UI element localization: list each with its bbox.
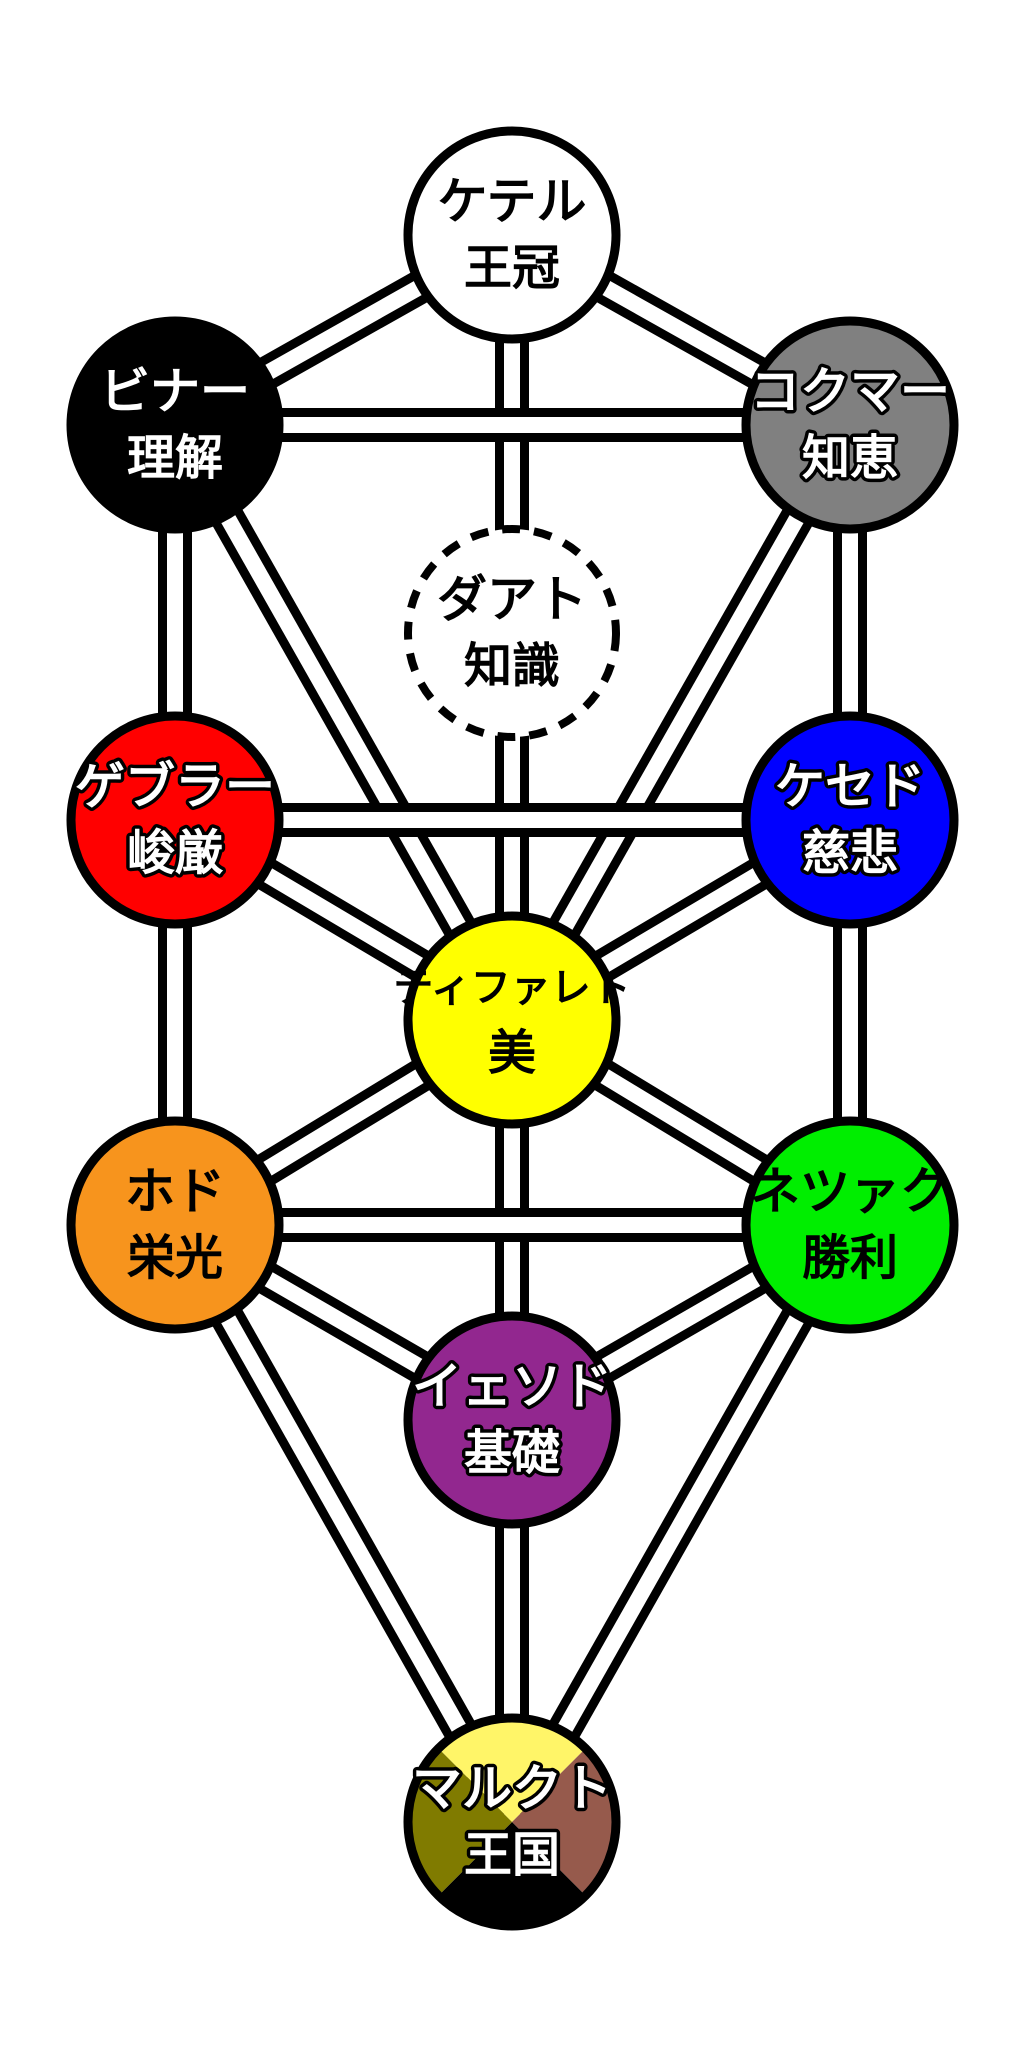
sphere [66, 316, 284, 534]
sephirah-name: ゲブラー [75, 758, 275, 816]
path-binah-tiphareth [160, 416, 527, 1029]
sephirah-meaning: 知識 [464, 638, 560, 694]
sephirah-name: マルクト [412, 1760, 612, 1818]
path-channel [168, 1221, 519, 1826]
sephirah-meaning: 王国 [464, 1827, 560, 1883]
path-channel [505, 421, 857, 1024]
sphere [741, 711, 959, 929]
sphere [741, 316, 959, 534]
sphere [403, 126, 621, 344]
sephirah-meaning: 理解 [127, 430, 223, 486]
sephirah-name: コクマー [750, 363, 950, 421]
sephirah-name: ネツァク [750, 1163, 950, 1221]
path-channel [168, 421, 519, 1024]
sphere-outline [403, 1713, 621, 1931]
sphere [66, 1116, 284, 1334]
sphere [741, 1116, 959, 1334]
path-channel [505, 1221, 857, 1826]
sephirah-name: イェソド [412, 1358, 612, 1416]
sephirah-name: ケテル [438, 173, 587, 231]
sephirah-name: ティファレト [393, 965, 631, 1011]
sephirah-meaning: 勝利 [802, 1230, 898, 1286]
sephirah-meaning: 美 [488, 1025, 536, 1081]
sphere [403, 911, 621, 1129]
sephirah-meaning: 知恵 [802, 430, 898, 486]
path-hod-malkuth [160, 1216, 527, 1831]
path-netzach-malkuth [497, 1216, 865, 1831]
sephirah-name: ダアト [437, 571, 587, 629]
sephirah-name: ケセド [775, 758, 925, 816]
sephirah-meaning: 王冠 [464, 240, 560, 296]
sephirah-name: ホド [125, 1163, 225, 1221]
path-chokmah-tiphareth [497, 416, 865, 1029]
sphere [66, 711, 284, 929]
sephirah-meaning: 慈悲 [802, 825, 898, 881]
sephirah-name: ビナー [100, 363, 250, 421]
sephirah-meaning: 峻厳 [127, 825, 224, 881]
sphere [404, 525, 620, 741]
sphere [403, 1311, 621, 1529]
sephirah-meaning: 栄光 [127, 1230, 223, 1286]
sephirah-meaning: 基礎 [464, 1425, 560, 1481]
